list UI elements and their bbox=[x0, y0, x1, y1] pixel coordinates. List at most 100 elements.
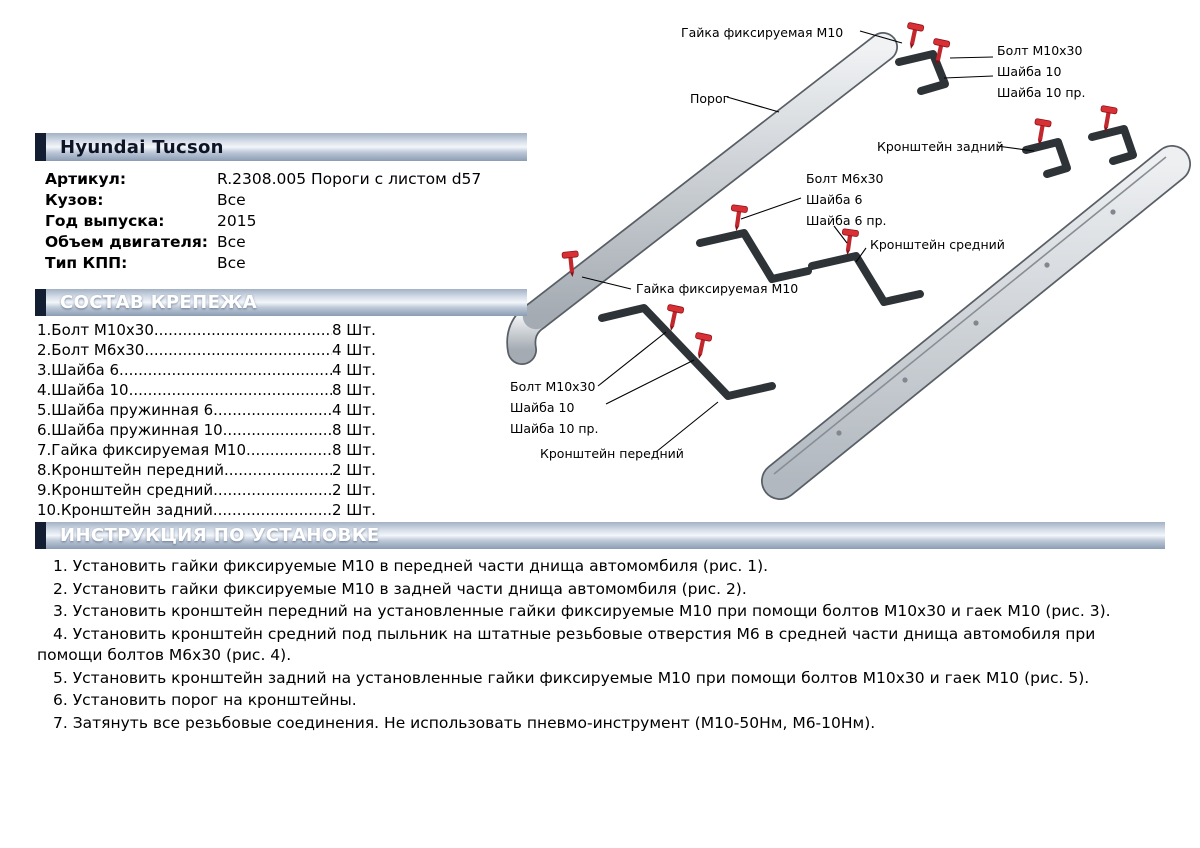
label-line: Шайба 6 пр. bbox=[806, 213, 887, 228]
bar-edge-decoration bbox=[35, 289, 46, 316]
part-name: 8.Кронштейн передний bbox=[37, 461, 224, 479]
instructions-section-title: ИНСТРУКЦИЯ ПО УСТАНОВКЕ bbox=[60, 525, 380, 546]
bracket-front-shape bbox=[598, 304, 776, 400]
part-row: 9.Кронштейн средний.....................… bbox=[37, 480, 376, 500]
leader-dots: ........................................… bbox=[119, 361, 332, 379]
label-bracket-rear: Кронштейн задний bbox=[877, 139, 1004, 154]
part-qty: 8 Шт. bbox=[332, 381, 376, 399]
part-row: 10.Кронштейн задний.....................… bbox=[37, 500, 376, 520]
leader-dots: ........................................… bbox=[222, 421, 332, 439]
part-name: 2.Болт М6х30 bbox=[37, 341, 145, 359]
info-label: Тип КПП: bbox=[45, 253, 128, 272]
info-row: Кузов: Все bbox=[45, 189, 525, 210]
part-name: 9.Кронштейн средний bbox=[37, 481, 214, 499]
label-line: Болт М10х30 bbox=[510, 379, 596, 394]
leader-dots: ........................................… bbox=[246, 441, 332, 459]
step-3: 3. Установить кронштейн передний на уста… bbox=[53, 602, 1111, 620]
leader-dots: ........................................… bbox=[213, 481, 332, 499]
leader-dots: ........................................… bbox=[144, 341, 332, 359]
part-name: 4.Шайба 10 bbox=[37, 381, 129, 399]
label-line: Шайба 10 пр. bbox=[997, 85, 1086, 100]
part-name: 6.Шайба пружинная 10 bbox=[37, 421, 223, 439]
step-5: 5. Установить кронштейн задний на устано… bbox=[53, 668, 1090, 687]
label-line: Шайба 6 bbox=[806, 192, 863, 207]
part-row: 8.Кронштейн передний....................… bbox=[37, 460, 376, 480]
bracket-rear-1 bbox=[1022, 138, 1071, 178]
info-row: Объем двигателя: Все bbox=[45, 231, 525, 252]
info-value: 2015 bbox=[217, 211, 257, 230]
label-line: Болт М6х30 bbox=[806, 171, 884, 186]
bracket-middle-1 bbox=[696, 229, 812, 283]
bracket-middle-2 bbox=[808, 252, 924, 306]
part-row: 2.Болт М6х30............................… bbox=[37, 340, 376, 360]
info-row: Год выпуска: 2015 bbox=[45, 210, 525, 231]
step-1: 1. Установить гайки фиксируемые М10 в пе… bbox=[53, 557, 769, 575]
part-qty: 4 Шт. bbox=[332, 361, 376, 379]
info-label: Артикул: bbox=[45, 169, 127, 188]
info-value: Все bbox=[217, 190, 246, 209]
label-line: Шайба 10 bbox=[997, 64, 1062, 79]
part-name: 1.Болт М10х30 bbox=[37, 321, 154, 339]
part-name: 7.Гайка фиксируемая М10 bbox=[37, 441, 247, 459]
step-board bbox=[761, 145, 1191, 500]
part-row: 1.Болт М10х30...........................… bbox=[37, 320, 376, 340]
bracket-rear-on-tube bbox=[895, 50, 949, 95]
info-row: Артикул: R.2308.005 Пороги с листом d57 bbox=[45, 168, 525, 189]
info-value: Все bbox=[217, 253, 246, 272]
step-2: 2. Установить гайки фиксируемые М10 в за… bbox=[53, 579, 747, 598]
info-value: R.2308.005 Пороги с листом d57 bbox=[217, 169, 482, 188]
info-label: Год выпуска: bbox=[45, 211, 165, 230]
leader-dots: ........................................… bbox=[153, 321, 332, 339]
sill-tube bbox=[506, 32, 898, 365]
part-row: 6.Шайба пружинная 10....................… bbox=[37, 420, 376, 440]
part-qty: 2 Шт. bbox=[332, 481, 376, 499]
label-bolt-mid: Болт М6х30 Шайба 6 Шайба 6 пр. bbox=[806, 168, 887, 231]
step-6: 6. Установить порог на кронштейны. bbox=[53, 691, 357, 709]
info-label: Объем двигателя: bbox=[45, 232, 208, 251]
part-qty: 2 Шт. bbox=[332, 501, 376, 519]
leader-dots: ........................................… bbox=[128, 381, 332, 399]
brackets bbox=[598, 50, 1137, 400]
bar-edge-decoration bbox=[35, 522, 46, 549]
leader-dots: ........................................… bbox=[213, 401, 332, 419]
part-row: 4.Шайба 10..............................… bbox=[37, 380, 376, 400]
label-bolt-rear: Болт М10х30 Шайба 10 Шайба 10 пр. bbox=[997, 40, 1085, 103]
label-bracket-middle: Кронштейн средний bbox=[870, 237, 1005, 252]
leader-dots: ........................................… bbox=[212, 501, 332, 519]
parts-section-title: СОСТАВ КРЕПЕЖА bbox=[60, 292, 258, 313]
part-qty: 8 Шт. bbox=[332, 441, 376, 459]
part-qty: 4 Шт. bbox=[332, 401, 376, 419]
part-name: 10.Кронштейн задний bbox=[37, 501, 213, 519]
parts-list: 1.Болт М10х30...........................… bbox=[37, 320, 376, 520]
product-info: Артикул: R.2308.005 Пороги с листом d57 … bbox=[45, 168, 525, 273]
label-nut-top: Гайка фиксируемая М10 bbox=[681, 25, 844, 40]
model-header-bar: Hyundai Tucson bbox=[35, 133, 527, 161]
label-bracket-front: Кронштейн передний bbox=[540, 446, 684, 461]
step-4: 4. Установить кронштейн средний под пыль… bbox=[37, 624, 1096, 665]
info-label: Кузов: bbox=[45, 190, 104, 209]
part-qty: 8 Шт. bbox=[332, 321, 376, 339]
part-row: 7.Гайка фиксируемая М10.................… bbox=[37, 440, 376, 460]
model-title: Hyundai Tucson bbox=[60, 136, 224, 158]
part-qty: 2 Шт. bbox=[332, 461, 376, 479]
label-line: Шайба 10 bbox=[510, 400, 575, 415]
part-name: 5.Шайба пружинная 6 bbox=[37, 401, 214, 419]
part-row: 3.Шайба 6...............................… bbox=[37, 360, 376, 380]
label-line: Болт М10х30 bbox=[997, 43, 1083, 58]
label-sill: Порог bbox=[690, 91, 730, 106]
bracket-rear-2 bbox=[1088, 125, 1137, 165]
part-qty: 4 Шт. bbox=[332, 341, 376, 359]
info-value: Все bbox=[217, 232, 246, 251]
parts-section-bar: СОСТАВ КРЕПЕЖА bbox=[35, 289, 527, 316]
installation-steps: 1. Установить гайки фиксируемые М10 в пе… bbox=[37, 556, 1165, 735]
label-line: Шайба 10 пр. bbox=[510, 421, 599, 436]
info-row: Тип КПП: Все bbox=[45, 252, 525, 273]
bolt-icon bbox=[727, 204, 749, 233]
callout-lines bbox=[581, 30, 1035, 453]
bar-edge-decoration bbox=[35, 133, 46, 161]
leader-dots: ........................................… bbox=[223, 461, 332, 479]
step-7: 7. Затянуть все резьбовые соединения. Не… bbox=[53, 713, 876, 732]
label-nut-middle: Гайка фиксируемая М10 bbox=[636, 281, 799, 296]
